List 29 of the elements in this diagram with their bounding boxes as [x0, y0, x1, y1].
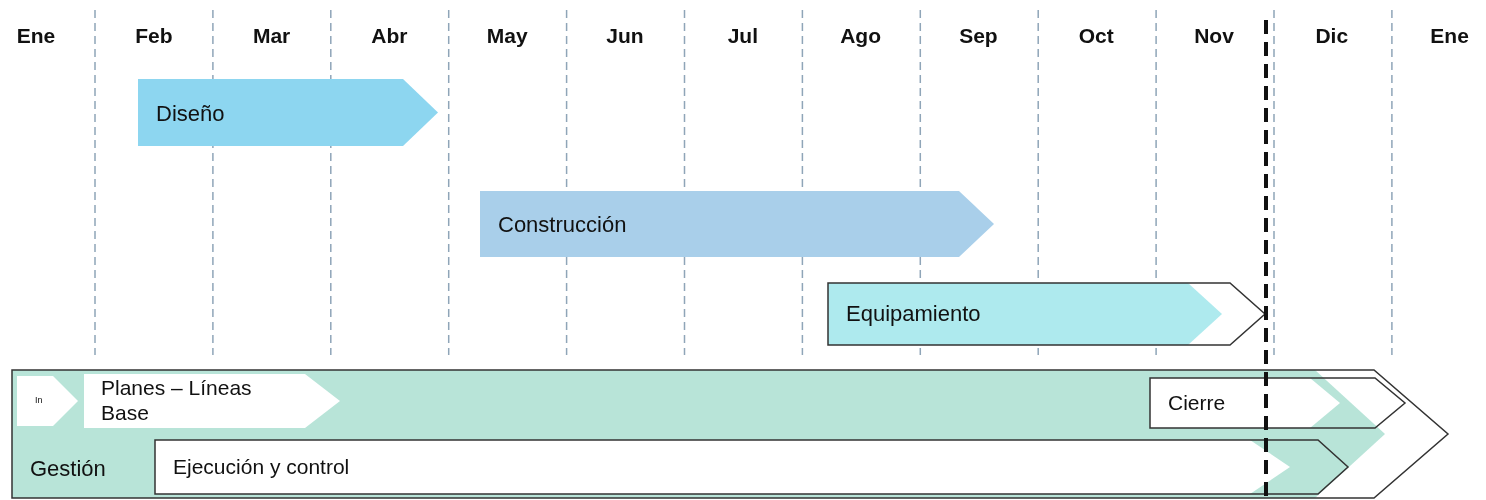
month-label: Dic [1314, 24, 1350, 48]
phase-bar [138, 79, 438, 146]
phase-label: Diseño [156, 101, 225, 127]
step-bar [84, 374, 340, 428]
phase-label: In [35, 394, 43, 407]
step-bar [1150, 378, 1405, 428]
phase-bar [480, 191, 994, 257]
management-band [12, 370, 1448, 498]
phase-label: Gestión [30, 456, 106, 482]
month-label: Ene [1429, 24, 1470, 48]
month-label: Abr [370, 24, 409, 48]
month-label: May [485, 24, 529, 48]
month-label: Feb [134, 24, 174, 48]
phase-label: Ejecución y control [173, 454, 350, 479]
month-label: Nov [1193, 24, 1235, 48]
phase-label: Equipamiento [846, 301, 981, 327]
month-label: Ene [15, 24, 57, 48]
phase-label: Cierre [1168, 390, 1226, 415]
month-label: Mar [251, 24, 292, 48]
month-label: Sep [958, 24, 999, 48]
step-bar [155, 440, 1348, 494]
month-label: Jul [726, 24, 759, 48]
phase-label: Planes – Líneas Base [101, 375, 253, 425]
month-label: Oct [1077, 24, 1115, 48]
month-label: Jun [605, 24, 645, 48]
phase-label: Construcción [498, 212, 627, 238]
month-label: Ago [839, 24, 882, 48]
phase-bar [828, 283, 1265, 345]
step-bar [17, 376, 78, 426]
